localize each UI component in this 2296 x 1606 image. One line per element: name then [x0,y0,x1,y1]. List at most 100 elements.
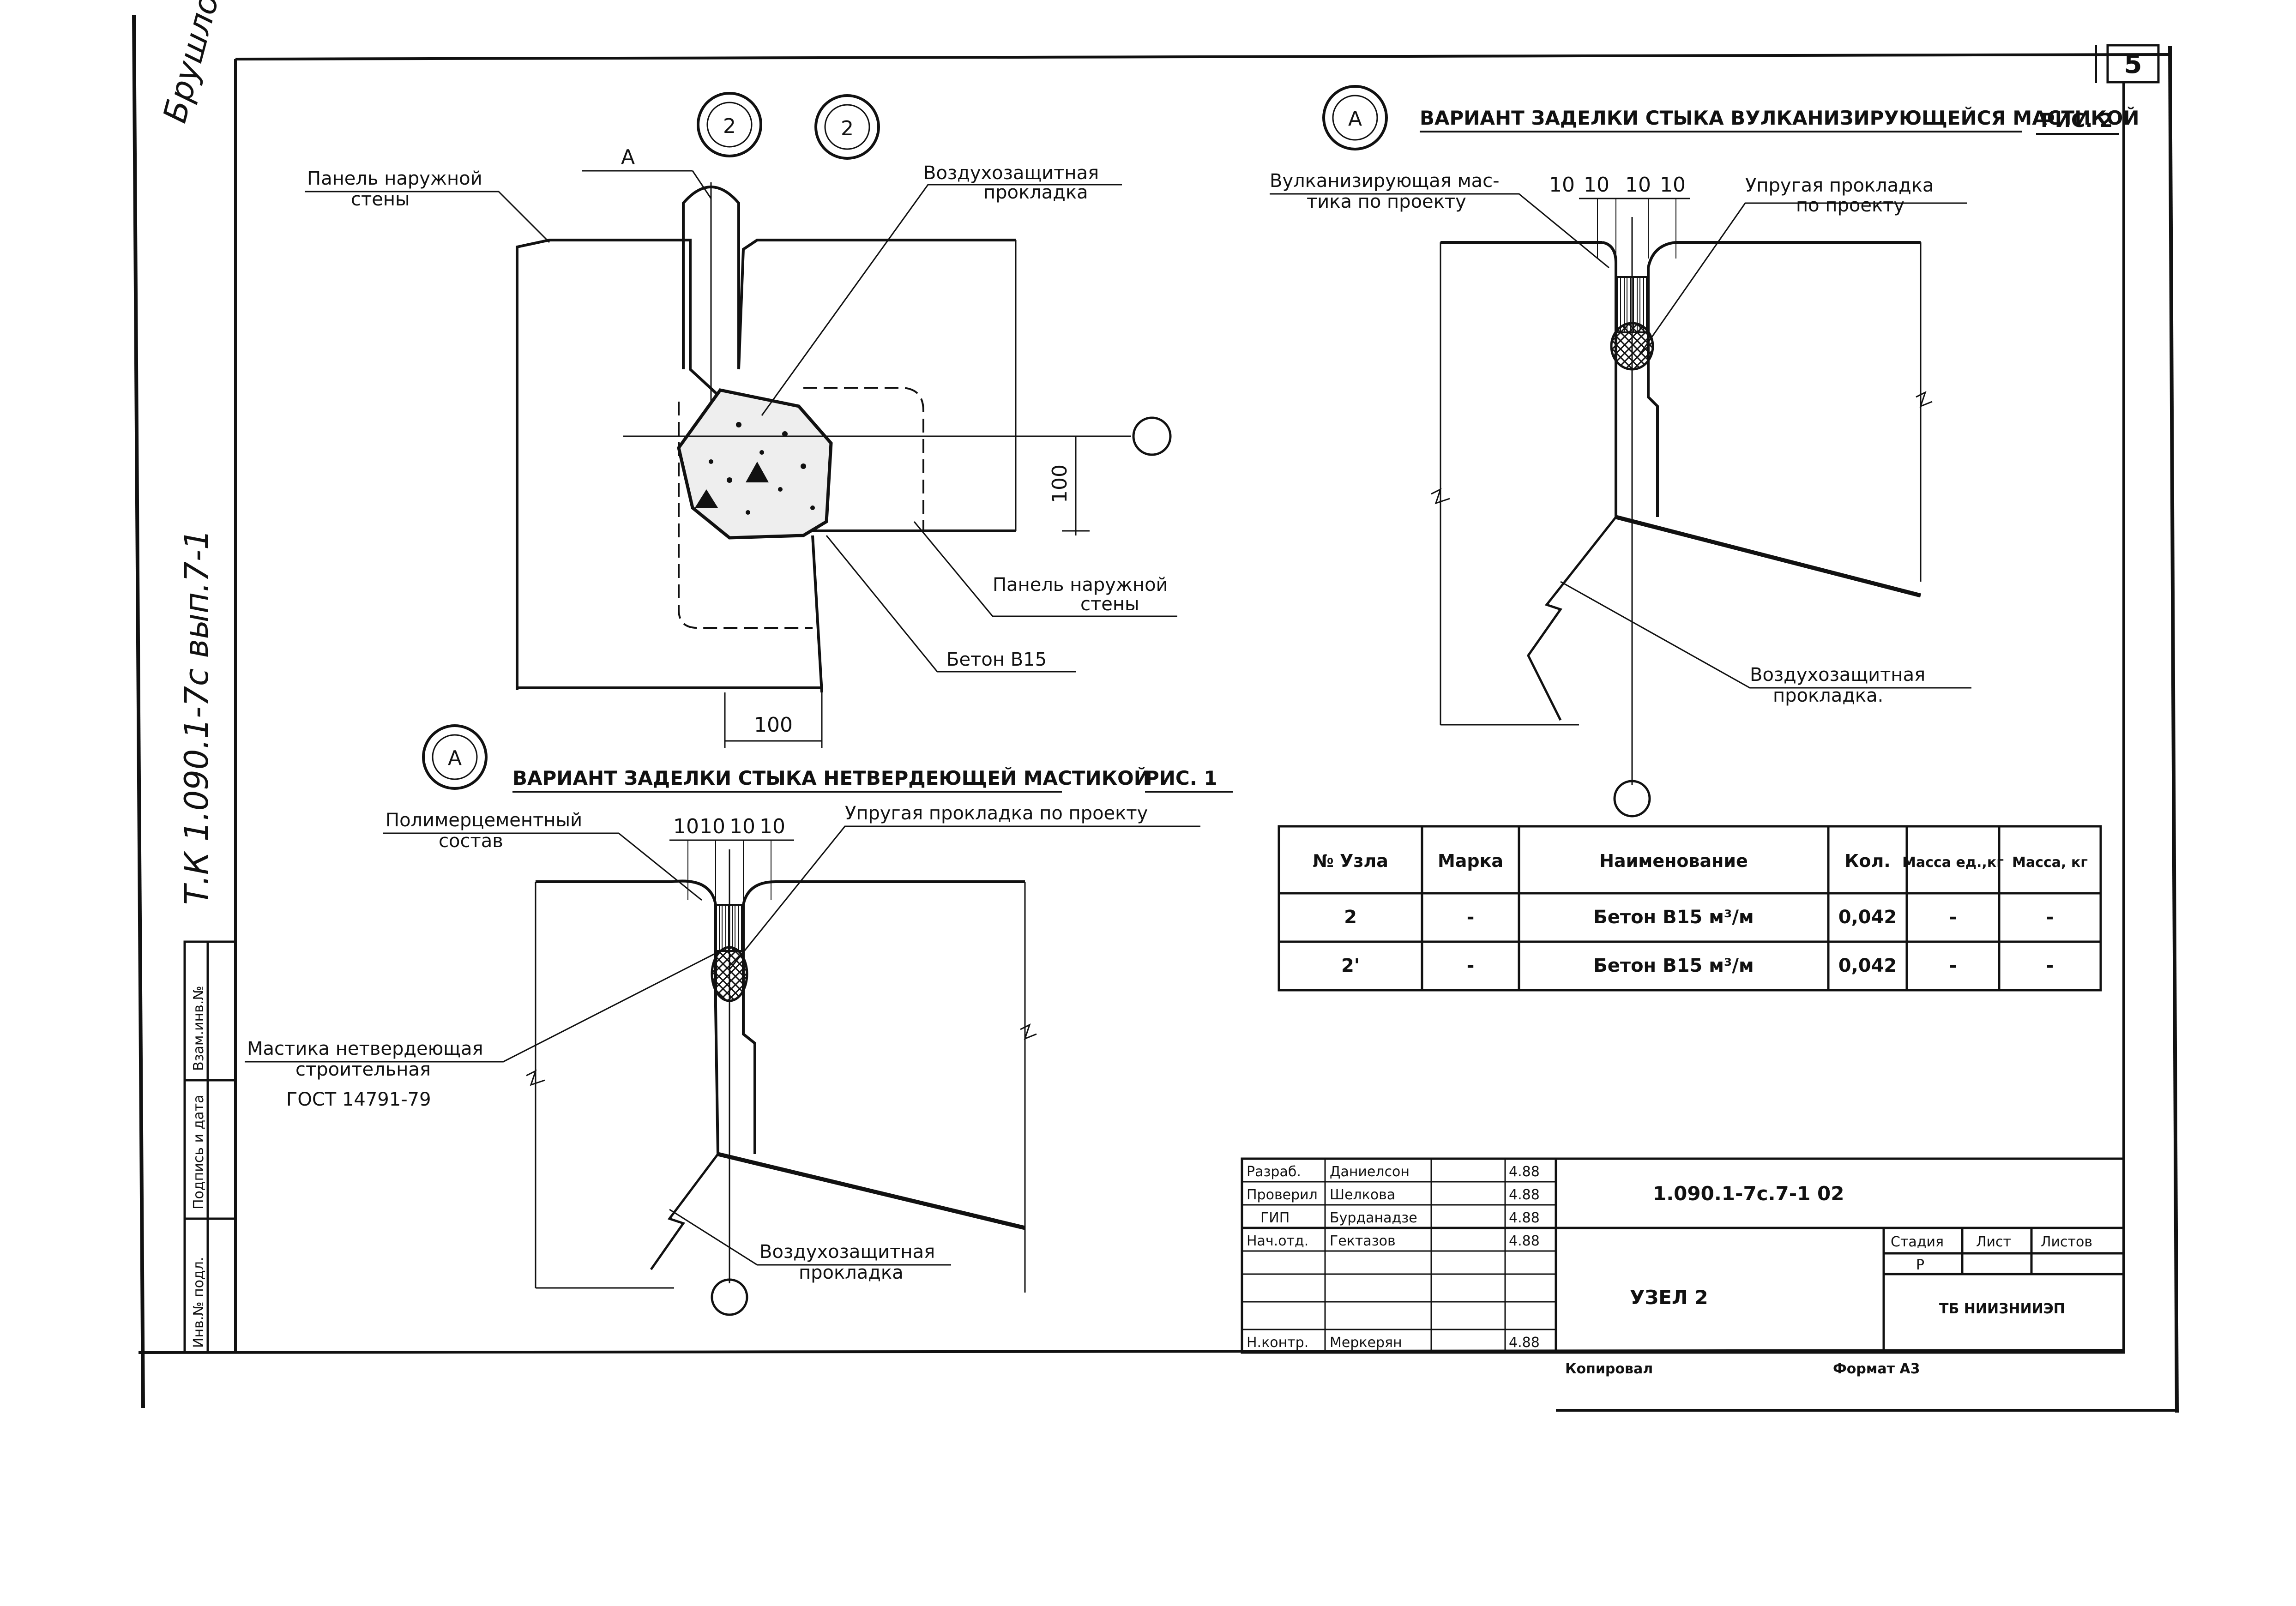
spec-table-grid [1278,825,2102,992]
tb-name-1: Даниелсон [1330,1164,1410,1180]
fig2-label-elastic-1: Упругая прокладка [1745,175,1934,196]
fig1-label-elastic: Упругая прокладка по проекту [845,803,1148,824]
fig2-label-air-gasket-2: прокладка. [1773,685,1883,706]
fig1-title: ВАРИАНТ ЗАДЕЛКИ СТЫКА НЕТВЕРДЕЮЩЕЙ МАСТИ… [512,766,1150,789]
side-stamp [183,940,237,1354]
table-row-1-mark: - [1467,907,1475,928]
fig2-label-elastic-2: по проекту [1796,195,1904,216]
tb-role-2: Проверил [1247,1187,1318,1203]
fig2-label-air-gasket-1: Воздухозащитная [1750,664,1925,686]
tb-name-3: Бурданадзе [1330,1210,1417,1226]
tb-sheet-header: Лист [1976,1234,2011,1250]
tb-copied: Копировал [1565,1361,1653,1377]
svg-text:А: А [448,746,462,770]
title-block-grid [1241,1157,2125,1354]
label-concrete: Бетон В15 [946,649,1047,670]
table-row-2-mass: - [2046,955,2054,976]
node-marker-left: 2 [697,92,762,157]
tb-code: 1.090.1-7с.7-1 02 [1653,1182,1844,1205]
tb-date-1: 4.88 [1509,1164,1540,1180]
side-stamp-inv: Инв.№ подл. [191,1257,207,1348]
fig1-drawing [245,825,1200,1316]
label-air-gasket-top-1: Воздухозащитная [923,162,1099,184]
node-marker-right: 2 [814,94,880,160]
table-row-1-qty: 0,042 [1838,907,1897,928]
fig1-label-polymer-1: Полимерцементный [386,810,582,831]
fig2-title: ВАРИАНТ ЗАДЕЛКИ СТЫКА ВУЛКАНИЗИРУЮЩЕЙСЯ … [1420,106,2139,129]
fig1-dim-1: 10 [673,815,699,838]
fig1-label-mastic-1: Мастика нетвердеющая [247,1038,483,1059]
label-panel-top-2: стены [351,189,410,210]
table-row-2-name: Бетон В15 м³/м [1593,955,1754,976]
fig2-dim-3: 10 [1625,173,1651,197]
table-header-name: Наименование [1599,851,1748,871]
tb-format: Формат А3 [1833,1361,1920,1377]
fig1-marker: А [422,724,488,790]
fig2-marker: А [1322,85,1388,150]
tb-stage-value: Р [1916,1257,1924,1273]
fig2-label-vulcan-1: Вулканизирующая мас- [1270,170,1500,192]
table-header-mark: Марка [1438,851,1503,871]
fig2-dim-1: 10 [1549,173,1575,197]
tb-role-4: Нач.отд. [1247,1233,1308,1249]
table-row-2-node: 2' [1341,955,1360,976]
tb-role-5: Н.контр. [1247,1335,1308,1351]
tb-role-1: Разраб. [1247,1164,1301,1180]
table-header-unit-mass: Масса ед.,кг [1902,854,2004,871]
table-row-2-qty: 0,042 [1838,955,1897,976]
sheet-number: 5 [2124,49,2142,79]
label-panel-bottom-2: стены [1080,594,1139,615]
tb-date-3: 4.88 [1509,1210,1540,1226]
tb-role-3: ГИП [1260,1210,1290,1226]
fig2-label: РИС. 2 [2041,109,2113,132]
fig1-dim-2: 10 [699,815,725,838]
fig1-label: РИС. 1 [1145,767,1217,789]
fig1-label-air-gasket-1: Воздухозащитная [759,1241,935,1263]
label-panel-top-1: Панель наружной [307,168,482,189]
dim-horizontal-100: 100 [754,713,793,737]
section-marker-a: А [621,145,635,169]
concrete-dots [695,422,815,515]
svg-text:2: 2 [723,114,736,138]
tb-stage-header: Стадия [1891,1234,1944,1250]
signature-scribble: Брушлов [156,0,231,126]
tb-date-2: 4.88 [1509,1187,1540,1203]
svg-text:А: А [1348,107,1362,131]
fig-top-left [305,170,1177,748]
tb-name-4: Гектазов [1330,1233,1396,1249]
fig2-drawing [1270,193,1971,818]
tb-date-5: 4.88 [1509,1335,1540,1351]
label-panel-bottom-1: Панель наружной [993,574,1168,595]
svg-text:2: 2 [841,117,854,140]
fig1-label-air-gasket-2: прокладка [799,1262,904,1283]
tb-sheets-header: Листов [2041,1234,2092,1250]
tb-name-5: Меркерян [1330,1335,1402,1351]
fig2-label-vulcan-2: тика по проекту [1307,191,1466,212]
table-row-2-mark: - [1467,955,1475,976]
table-header-node: № Узла [1313,851,1388,871]
fig1-dim-4: 10 [759,815,785,838]
fig2-dim-4: 10 [1660,173,1686,197]
archive-handwriting: Т.К 1.090.1-7с вып.7-1 [178,529,216,905]
fig2-dim-2: 10 [1584,173,1609,197]
fig1-label-mastic-3: ГОСТ 14791-79 [286,1089,431,1110]
tb-date-4: 4.88 [1509,1233,1540,1249]
fig1-label-mastic-2: строительная [295,1059,431,1080]
fig1-label-polymer-2: состав [439,830,503,852]
tb-name-2: Шелкова [1330,1187,1395,1203]
tb-name: УЗЕЛ 2 [1630,1286,1708,1309]
tb-org: ТБ НИИЗНИИЭП [1939,1301,2065,1317]
table-row-1-mass: - [2046,907,2054,928]
table-row-1-node: 2 [1344,907,1357,928]
label-air-gasket-top-2: прокладка [983,182,1088,203]
fig1-dim-3: 10 [729,815,755,838]
side-stamp-sign: Подпись и дата [191,1095,207,1210]
dim-vertical-100: 100 [1048,464,1072,503]
table-header-mass: Масса, кг [2012,854,2088,871]
side-stamp-replace: Взам.инв.№ [191,986,207,1071]
table-row-1-unit-mass: - [1949,907,1957,928]
table-row-2-unit-mass: - [1949,955,1957,976]
sheet-frame [132,14,2179,1413]
table-row-1-name: Бетон В15 м³/м [1593,907,1754,928]
